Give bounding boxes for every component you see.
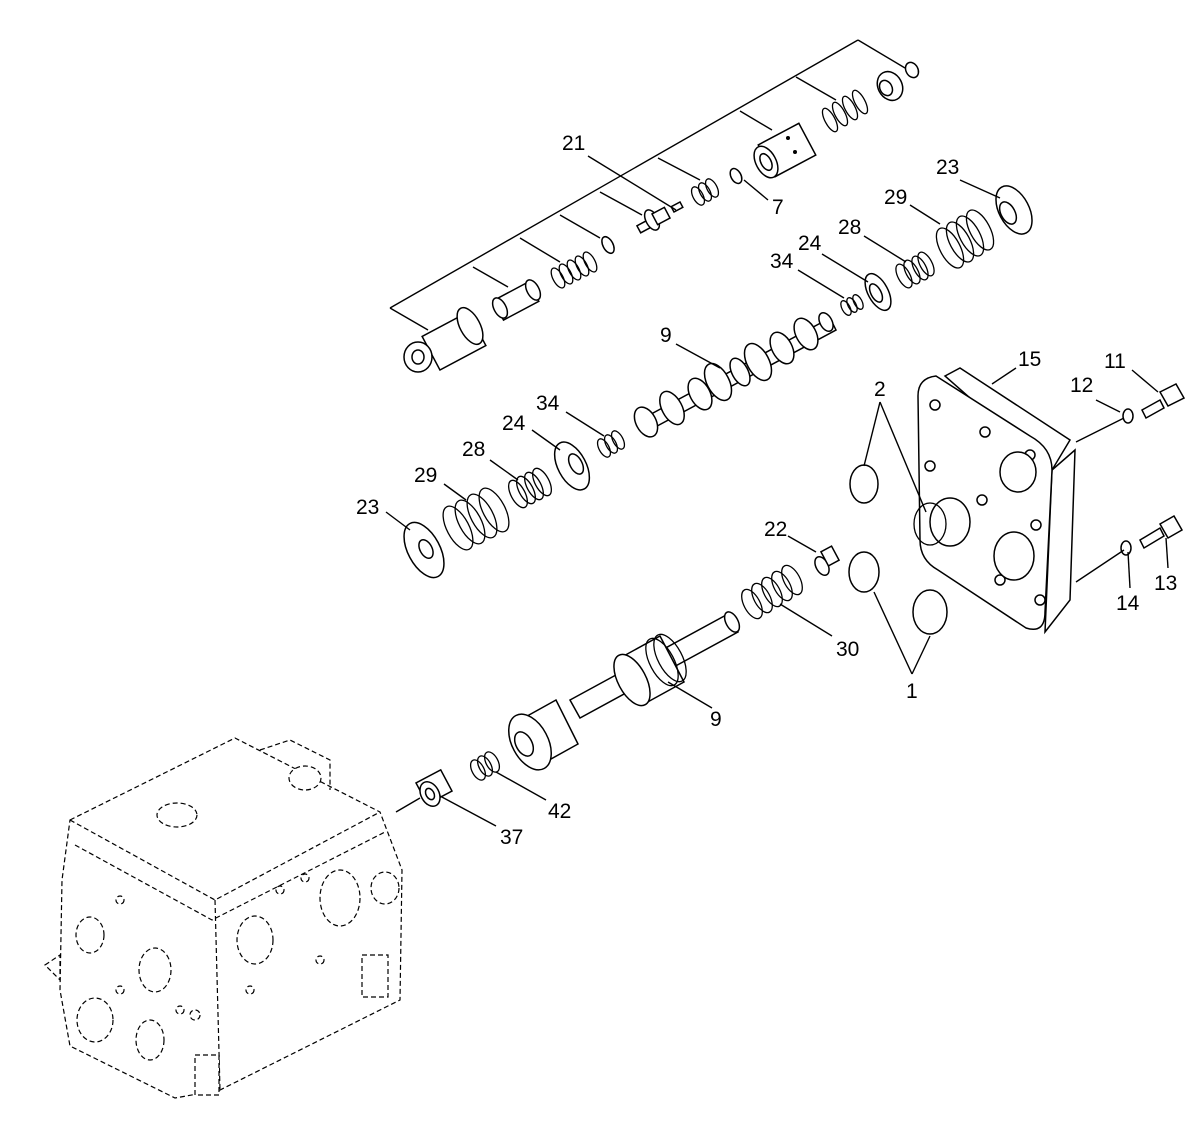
cover-plate-part <box>917 367 1076 635</box>
retainer-24-left-part <box>553 441 591 491</box>
callout-37: 37 <box>500 826 523 849</box>
pump-housing-reference <box>44 737 403 1099</box>
callout-42: 42 <box>548 800 571 823</box>
spring-top-part <box>821 89 869 133</box>
callout-29-right: 29 <box>884 186 907 209</box>
bolt-13-part <box>1139 514 1184 550</box>
spring-29-right-part <box>935 209 995 269</box>
spring-28-left-part <box>507 467 553 509</box>
callout-24-left: 24 <box>502 412 526 435</box>
sleeve-37-part <box>414 768 454 807</box>
piston-rod-part <box>508 611 741 771</box>
o-ring-top-part <box>904 61 920 79</box>
o-ring-part <box>601 235 615 255</box>
callout-23-right: 23 <box>936 156 959 179</box>
callout-labels: 21 7 23 29 28 24 34 9 34 24 28 29 23 22 … <box>356 132 1177 849</box>
spring-30-part <box>741 564 803 620</box>
callout-9-upper: 9 <box>660 324 672 347</box>
bolt-11-part <box>1141 383 1186 420</box>
callout-23-left: 23 <box>356 496 379 519</box>
lower-piston-assembly <box>414 545 841 807</box>
washer-14-part <box>1120 540 1132 556</box>
middle-spool-assembly <box>403 185 1033 579</box>
top-subassembly <box>389 39 920 373</box>
seat-top-part <box>876 70 904 102</box>
callout-1: 1 <box>906 680 918 703</box>
plug-42-part <box>469 751 501 781</box>
retainer-24-right-part <box>864 272 892 312</box>
callout-21: 21 <box>562 132 585 155</box>
callout-13: 13 <box>1154 572 1177 595</box>
callout-15: 15 <box>1018 348 1041 371</box>
sleeve-part <box>753 122 817 179</box>
o-ring-7-part <box>729 167 743 185</box>
plug-part <box>690 178 720 206</box>
plug-34-right-part <box>840 294 864 316</box>
callout-12: 12 <box>1070 374 1093 397</box>
seat-23-right-part <box>995 185 1033 235</box>
washer-12-part <box>1122 408 1134 424</box>
callout-7: 7 <box>772 196 784 219</box>
plug-34-left-part <box>596 430 626 458</box>
spool-part <box>491 279 542 322</box>
callout-11: 11 <box>1104 350 1126 373</box>
callout-34-left: 34 <box>536 392 560 415</box>
stopper-22-part <box>814 545 841 577</box>
callout-28-right: 28 <box>838 216 861 239</box>
callout-24-right: 24 <box>798 232 822 255</box>
leader-lines <box>385 155 1169 827</box>
spring-29-left-part <box>442 487 510 551</box>
seat-23-left-part <box>403 521 445 579</box>
callout-9-lower: 9 <box>710 708 722 731</box>
main-spool-part <box>633 311 837 438</box>
callout-22: 22 <box>764 518 787 541</box>
callout-14: 14 <box>1116 592 1140 615</box>
housing-leader <box>395 797 421 813</box>
piston-part <box>403 306 487 373</box>
spring-part <box>550 251 598 289</box>
callout-30: 30 <box>836 638 859 661</box>
callout-28-left: 28 <box>462 438 485 461</box>
callout-34-right: 34 <box>770 250 794 273</box>
spring-28-right-part <box>895 251 935 289</box>
callout-2: 2 <box>874 378 886 401</box>
callout-29-left: 29 <box>414 464 437 487</box>
plunger-part <box>635 200 684 234</box>
